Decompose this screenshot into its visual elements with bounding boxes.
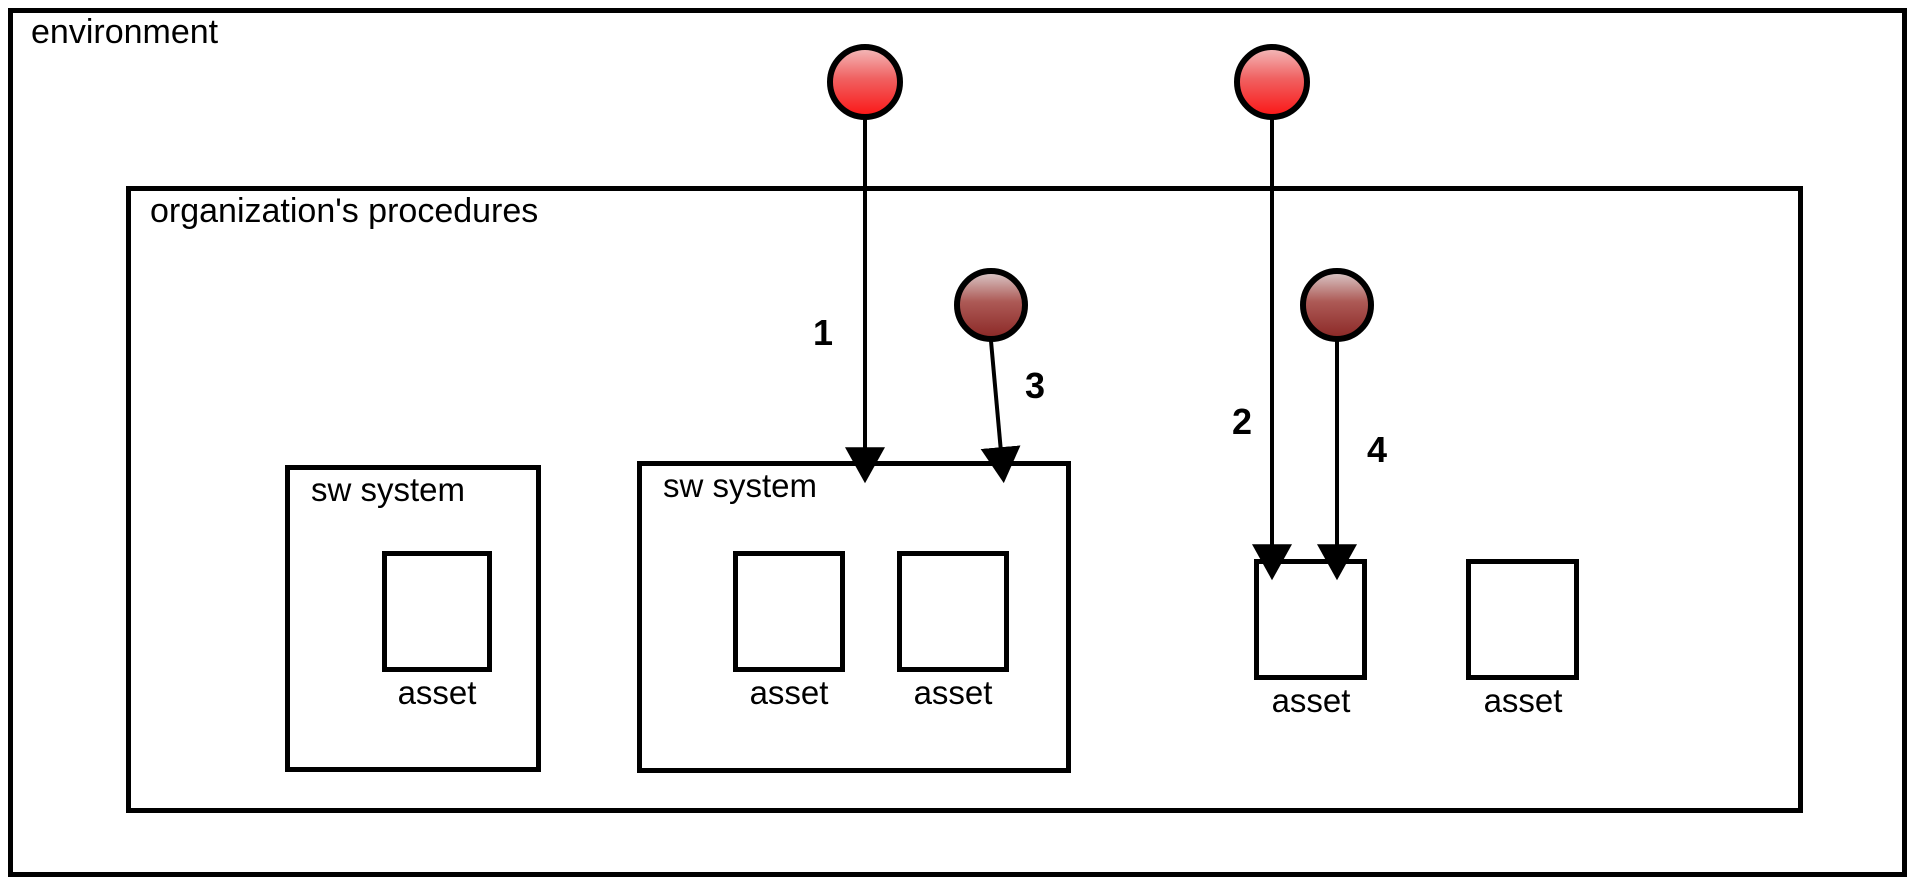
sw-system-left-label: sw system xyxy=(311,471,465,508)
asset-middle-inner-1[interactable]: asset xyxy=(733,551,845,712)
asset-label: asset xyxy=(1484,682,1563,719)
asset-box[interactable] xyxy=(733,551,845,672)
flow-2-label: 2 xyxy=(1232,401,1252,442)
asset-left-inner[interactable]: asset xyxy=(382,551,492,712)
asset-box[interactable] xyxy=(1466,559,1579,680)
flow-4-label: 4 xyxy=(1367,429,1387,470)
asset-label: asset xyxy=(750,674,829,711)
asset-label: asset xyxy=(1272,682,1351,719)
asset-label: asset xyxy=(398,674,477,711)
asset-box[interactable] xyxy=(1254,559,1367,680)
threat-actor-1-icon[interactable] xyxy=(827,44,903,120)
internal-actor-2-icon[interactable] xyxy=(1300,268,1374,342)
organizations-procedures-label: organization's procedures xyxy=(150,192,538,230)
asset-idle[interactable]: asset xyxy=(1466,559,1579,720)
asset-middle-inner-2[interactable]: asset xyxy=(897,551,1009,712)
flow-3-arrow xyxy=(980,340,1021,484)
asset-box[interactable] xyxy=(382,551,492,672)
sw-system-left[interactable]: sw system asset xyxy=(285,465,541,772)
sw-system-middle[interactable]: sw system asset asset xyxy=(637,461,1071,773)
threat-actor-2-icon[interactable] xyxy=(1234,44,1310,120)
sw-system-middle-label: sw system xyxy=(663,467,817,504)
flow-lines xyxy=(845,118,1357,581)
environment-label: environment xyxy=(31,13,219,51)
asset-box[interactable] xyxy=(897,551,1009,672)
internal-actor-1-icon[interactable] xyxy=(954,268,1028,342)
asset-attacked[interactable]: asset xyxy=(1254,559,1367,720)
asset-label: asset xyxy=(914,674,993,711)
flow-1-label: 1 xyxy=(813,312,833,353)
flow-3-label: 3 xyxy=(1025,365,1045,406)
